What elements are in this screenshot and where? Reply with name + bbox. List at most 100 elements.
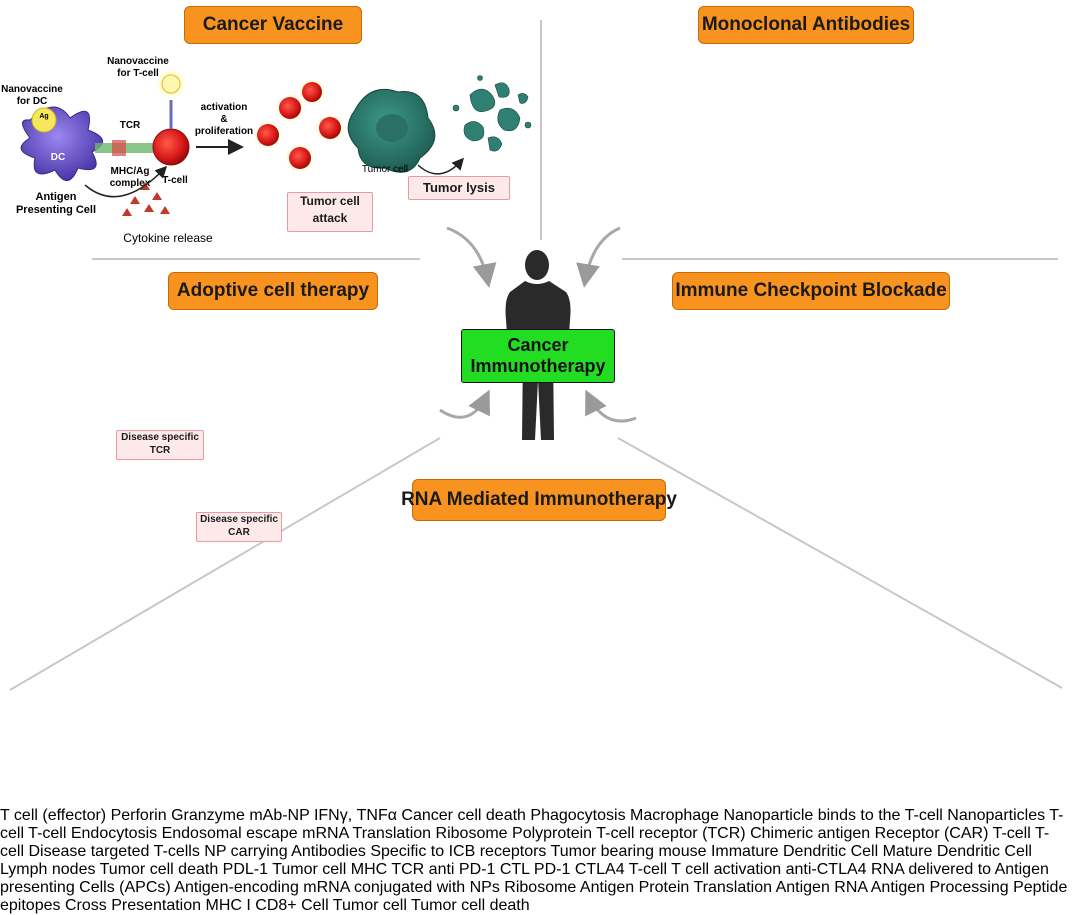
disease-tcr-label-1: Disease specific [121,432,199,443]
tumor-lysis-fragments-icon [452,75,532,152]
np-binds-label-2: binds to the T-cell [817,807,943,824]
nanovaccine-dc-label-1: Nanovaccine [1,84,63,95]
cancer-vaccine-title: Cancer Vaccine [184,6,362,44]
ifn-label: IFNγ, [313,807,353,824]
processing-label-2: Processing [929,879,1009,896]
mab-np-label: mAb-NP [249,807,310,824]
icb-tumor-cell-icon: PDL-1 Tumor cell MHC TCR anti PD-1 CTL P… [223,861,871,878]
encoding-label-1: Antigen-encoding [174,879,299,896]
disease-car-label-1: Disease specific [200,514,278,525]
nanovaccine-tcell-label-1: Nanovaccine [107,56,169,67]
rna-tumor-label: Tumor cell [332,897,407,914]
ag-label: Ag [39,113,48,120]
mature-dc-label-1: Mature [882,843,933,860]
targeted-label-3: T-cells [153,843,200,860]
tcr-label: TCR [120,120,141,131]
tumor-death-label: Tumor cell death [411,897,530,914]
activated-t-cells [253,78,345,173]
processing-label-1: Antigen [870,879,926,896]
icb-np-label-3: receptors [479,843,547,860]
anti-pd1-label: anti PD-1 [428,861,496,878]
translation-act-label: Translation [352,825,432,842]
tcr-receptor-label-1: T-cell [596,825,635,842]
icb-death-label-2: death [178,861,219,878]
immature-dc-label-1: Immature [710,843,779,860]
cytokine-label: Cytokine release [123,231,213,245]
section-dividers [9,20,1063,691]
attack-label-2: attack [312,211,348,225]
cancer-death-label-2: death [485,807,526,824]
targeted-label-1: Disease [28,843,87,860]
icb-np-label-2: Specific to ICB [370,843,476,860]
activation-label-2: & [220,114,227,125]
mhc-label-1: MHC/Ag [111,166,150,177]
mhc-dc-icon: MHC TCR anti PD-1 CTL PD-1 CTLA4 T-cell … [351,861,871,878]
car-label-2: antigen [817,825,871,842]
car-label-4: (CAR) [943,825,989,842]
translation-rna-label: Translation [693,879,773,896]
monoclonal-antibodies-title: Monoclonal Antibodies [698,6,914,44]
endosomal-label-1: Endosomal [161,825,242,842]
immature-dc-label-2: Dendritic Cell [782,843,879,860]
car-label-1: Chimeric [750,825,814,842]
mature-dc-icon: Lymph nodes Tumor cell death PDL-1 Tumor… [0,861,871,878]
icb-title: Immune Checkpoint Blockade [672,272,950,310]
icb-np-label-1: NP carrying Antibodies [204,843,366,860]
endocytosis-label: Endocytosis [70,825,158,842]
ribosome-act-label: Ribosome [435,825,508,842]
encoding-label-3: with NPs [436,879,500,896]
tcr-tcell-label: T-cell [992,825,1031,842]
endosomal-label-2: escape [246,825,298,842]
tcr-receptor-label-2: receptor [638,825,698,842]
cross-label-1: Cross [64,897,107,914]
disease-car-box: Disease specific CAR [196,512,282,542]
mrna-label: mRNA [302,825,349,842]
disease-tcr-label-2: TCR [149,445,171,456]
cancer-cell-icon: Cancer cell death Phagocytosis Macrophag… [401,807,723,824]
icb-death-label-1: Tumor cell [99,861,174,878]
pd1-label: PD-1 [533,861,571,878]
rna-title: RNA Mediated Immunotherapy [401,479,677,521]
tcr-receptor-label-3: (TCR) [702,825,746,842]
encoding-label-2: mRNA conjugated [303,879,433,896]
mab-tcell-label-2: (effector) [42,807,107,824]
tumor-lysis-box: Tumor lysis [408,176,510,200]
ctla4-label: CTLA4 [574,861,625,878]
icb-activation-label-1: T cell [671,861,710,878]
center-label-1: Cancer [507,335,569,355]
icb-tcell-label: T-cell [628,861,668,878]
ribosome-rna-label: Ribosome [504,879,577,896]
cancer-death-label-1: Cancer cell [401,807,482,824]
disease-tcr-box: Disease specific TCR [116,430,204,460]
cytokine-icon [122,182,170,216]
tcr-label-icb: TCR [391,861,425,878]
granzyme-label: Granzyme [171,807,245,824]
pdl1-label: PDL-1 [222,861,269,878]
cd8-cell-icon: CD8+ Cell Tumor cell Tumor cell death [255,897,529,914]
monoclonal-antibodies-panel: T cell (effector) Perforin Granzyme mAb-… [0,807,723,824]
mature-dc-label-2: Dendritic Cell [936,843,1032,860]
delivered-label-1: RNA delivered to [870,861,992,878]
cross-label-2: Presentation [111,897,202,914]
delivered-label-3: Cells (APCs) [79,879,171,896]
ctl-prefix-label: CTL [499,861,530,878]
antigen-protein-label: Antigen Protein [579,879,690,896]
mouse-label: Tumor bearing mouse [550,843,707,860]
attack-label-1: Tumor cell [300,194,360,208]
tcell-label: T-cell [162,175,188,186]
apc-label-1: Antigen [36,191,77,203]
cancer-immunotherapy-box: Cancer Immunotherapy [461,329,615,383]
mhc1-label: MHC I [205,897,251,914]
diagram-canvas: Ag DC Nanovaccine for DC Antigen Present… [1,20,1063,691]
nanovaccine-dc-label-2: for DC [17,96,48,107]
flow-arrows-to-center [439,226,637,423]
np-binds-label-1: Nanoparticle [723,807,814,824]
macrophage-icon: Macrophage [630,807,723,824]
center-label-2: Immunotherapy [470,356,606,376]
tumor-cell-label: Tumor cell [362,164,408,175]
apc-label-2: Presenting Cell [16,204,96,216]
icb-tumor-label: Tumor cell [272,861,347,878]
antigen-rna-label: Antigen RNA [775,879,868,896]
icb-activation-label-2: activation [713,861,782,878]
mhc-label-icb: MHC [350,861,388,878]
